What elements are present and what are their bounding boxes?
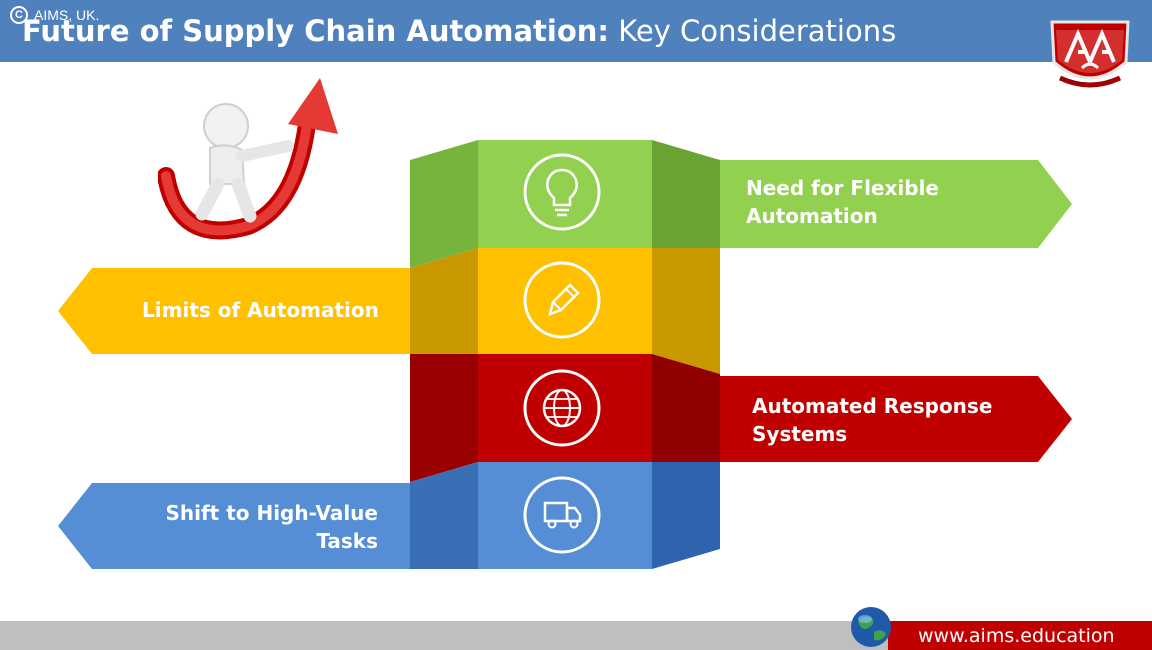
globe-icon xyxy=(523,369,601,447)
step2-label: Limits of Automation xyxy=(142,296,379,324)
step2-label-line1: Limits of Automation xyxy=(142,298,379,322)
step4-arrow xyxy=(58,483,410,569)
step3-label-line1: Automated Response xyxy=(752,394,993,418)
copyright-text: AIMS, UK. xyxy=(34,7,100,23)
step3-label-line2: Systems xyxy=(752,422,848,446)
step1-label-line1: Need for Flexible xyxy=(746,176,939,200)
step4-label-line1: Shift to High-Value xyxy=(165,501,378,525)
step4-label-line2: Tasks xyxy=(316,529,378,553)
step1-left-face xyxy=(410,140,478,268)
page-title: Future of Supply Chain Automation: Key C… xyxy=(22,12,896,50)
step2-right-face xyxy=(652,248,720,374)
globe-logo-icon xyxy=(851,607,891,647)
step1-arrow xyxy=(650,160,1072,248)
copyright: C AIMS, UK. xyxy=(10,5,99,25)
step3-right-face xyxy=(652,354,720,462)
lightbulb-icon xyxy=(523,153,601,231)
step1-label: Need for Flexible Automation xyxy=(746,174,939,230)
step4-label: Shift to High-Value Tasks xyxy=(150,499,378,555)
truck-icon xyxy=(523,476,601,554)
copyright-icon: C xyxy=(10,6,28,24)
step2-left-face xyxy=(410,248,478,354)
step4-left-face xyxy=(410,462,478,569)
growth-arrow-figure xyxy=(158,78,338,240)
step3-label: Automated Response Systems xyxy=(752,392,992,448)
website-link[interactable]: www.aims.education xyxy=(918,625,1115,647)
pencil-icon xyxy=(523,261,601,339)
aims-logo xyxy=(1050,20,1130,88)
step2-arrow xyxy=(58,268,410,354)
title-bold: Future of Supply Chain Automation: xyxy=(22,14,610,48)
header-bar xyxy=(0,0,1152,62)
step3-arrow xyxy=(650,376,1072,462)
url-bar xyxy=(888,621,1152,650)
step3-left-face xyxy=(410,354,478,482)
step4-right-face xyxy=(652,462,720,569)
step1-label-line2: Automation xyxy=(746,204,878,228)
title-light: Key Considerations xyxy=(618,14,897,48)
step1-right-face xyxy=(652,140,720,248)
